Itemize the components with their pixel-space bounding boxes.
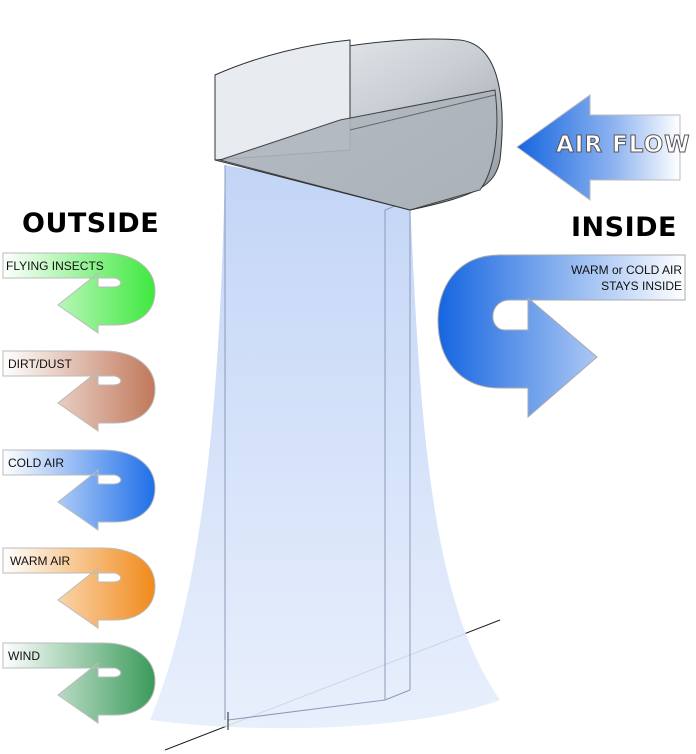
arrow-wind: [2, 642, 156, 724]
inside-label: WARM or COLD AIR STAYS INSIDE: [571, 262, 682, 294]
arrow-dirt-dust: [2, 350, 156, 432]
arrow-cold-air: [2, 449, 156, 531]
label-warm-air: WARM AIR: [10, 554, 71, 568]
inside-label-line-2: STAYS INSIDE: [601, 279, 682, 293]
label-wind: WIND: [8, 649, 40, 663]
outside-arrows: [2, 252, 156, 724]
outside-heading: OUTSIDE: [22, 208, 160, 239]
door-frame: [224, 165, 411, 730]
label-dirt-dust: DIRT/DUST: [8, 357, 72, 371]
arrow-warm-air: [2, 547, 156, 629]
label-cold-air: COLD AIR: [8, 456, 65, 470]
inside-label-line-1: WARM or COLD AIR: [571, 263, 682, 277]
inside-heading: INSIDE: [571, 212, 677, 243]
air-curtain-stream: [150, 165, 500, 729]
air-curtain-unit: [214, 38, 503, 211]
arrow-flying-insects: [2, 252, 156, 334]
air-flow-label: AIR FLOW: [556, 132, 691, 159]
label-flying-insects: FLYING INSECTS: [6, 259, 104, 273]
air-flow-arrow: [516, 94, 681, 201]
inside-return-arrow: [437, 254, 686, 419]
